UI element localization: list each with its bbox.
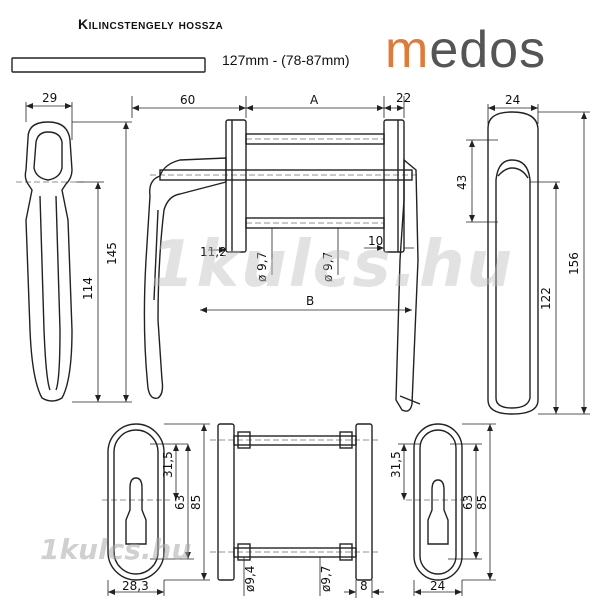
brand-logo: medos	[385, 20, 546, 80]
dim-side-total: 145	[105, 242, 119, 265]
dim-right-43: 43	[455, 175, 469, 190]
dim-b: B	[306, 294, 314, 308]
dim-top-22: 22	[396, 91, 411, 105]
watermark-main: 1kulcs.hu	[150, 228, 515, 302]
dim-diameter-9-7-a: ø 9,7	[255, 252, 269, 282]
dim-side-inner: 114	[81, 277, 95, 300]
dim-rose-9-4: ø9,4	[243, 566, 257, 592]
dim-plate-85: 85	[189, 495, 203, 510]
dim-side-width: 29	[42, 91, 57, 105]
dim-right-122: 122	[539, 287, 553, 310]
dim-right-width: 24	[505, 93, 520, 107]
dim-top-60: 60	[180, 93, 195, 107]
brand-logo-mark: m	[385, 21, 430, 79]
handle-right-view	[487, 111, 539, 415]
spindle-bar	[11, 57, 206, 73]
dim-plate2-31-5: 31,5	[389, 451, 403, 478]
dim-plate2-width: 24	[430, 579, 445, 593]
rosette-plate-left	[102, 423, 170, 581]
dim-top-a: A	[310, 93, 319, 107]
dim-plate-63: 63	[173, 495, 187, 510]
dim-plate-31-5: 31,5	[161, 451, 175, 478]
brand-logo-text: edos	[429, 21, 547, 79]
handle-front-view	[143, 119, 421, 412]
title: Kilincstengely hossza	[78, 16, 224, 32]
dim-10: 10	[368, 234, 383, 248]
dim-plate-width: 28,3	[122, 579, 149, 593]
dim-plate2-63: 63	[461, 495, 475, 510]
length-info: 127mm - (78-87mm)	[222, 52, 350, 68]
dim-11-2: 11,2	[200, 245, 227, 259]
watermark-small: 1kulcs.hu	[40, 533, 192, 566]
dim-plate2-85: 85	[475, 495, 489, 510]
dim-rose-8: 8	[360, 579, 368, 593]
rosette-side-view	[210, 423, 380, 581]
dim-diameter-9-7-b: ø 9,7	[321, 252, 335, 282]
dim-right-156: 156	[567, 252, 581, 275]
dim-rose-9-7: ø9,7	[319, 566, 333, 592]
handle-side-view	[24, 121, 73, 402]
rosette-plate-right	[406, 423, 470, 581]
